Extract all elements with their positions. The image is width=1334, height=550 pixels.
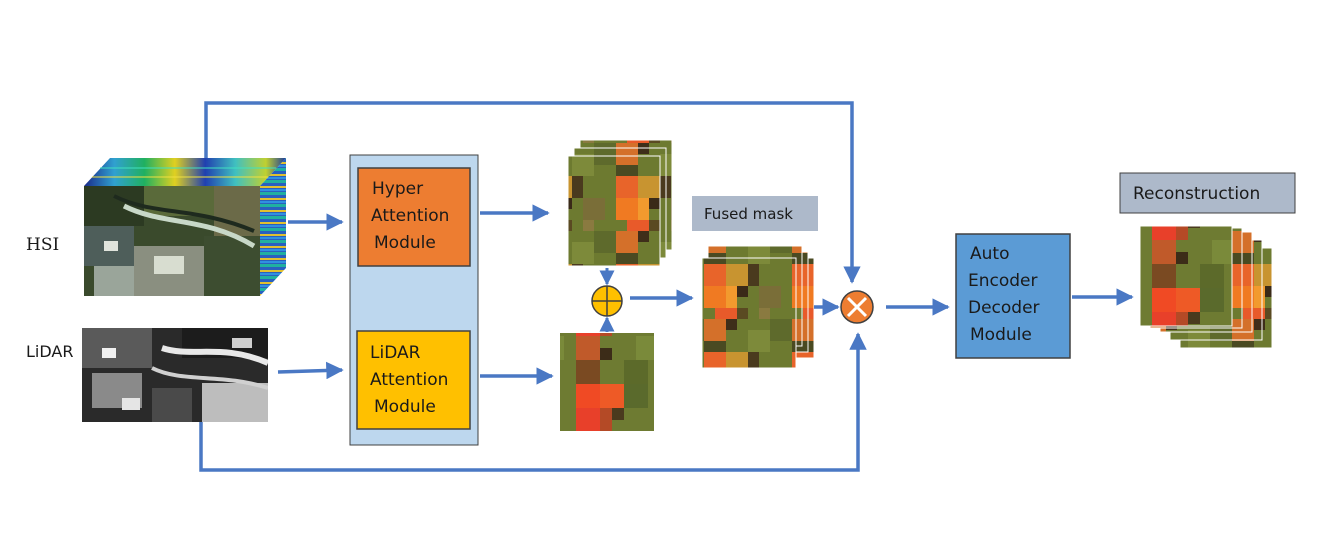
fused-mask-stack [701, 245, 815, 369]
hyper-attention-mask-stack [567, 139, 673, 267]
arrow-lidar-to-lidar-module [277, 361, 344, 380]
hsi-skip-connection [204, 101, 861, 284]
lidar-image [82, 328, 268, 422]
hyper-module-line-3: Module [374, 233, 436, 253]
svg-text:Auto Encoder Decoder: Auto Encoder Decoder Module [968, 244, 1045, 345]
multiply-operator-icon [840, 290, 874, 324]
hsi-cube-image [84, 158, 286, 296]
lidar-skip-connection [199, 332, 867, 472]
lidar-module-line-3: Module [374, 397, 436, 417]
fused-mask-label: Fused mask [704, 205, 793, 223]
autoencoder-line-4: Module [970, 325, 1032, 345]
autoencoder-line-2: Encoder [968, 271, 1038, 291]
reconstruction-label-box [1119, 172, 1296, 214]
lidar-label: LiDAR [26, 342, 73, 361]
sum-operator-icon [591, 285, 623, 317]
lidar-module-line-2: Attention [370, 370, 448, 390]
hyper-module-line-2: Attention [371, 206, 449, 226]
autoencoder-line-1: Auto [970, 244, 1009, 264]
autoencoder-module [955, 233, 1071, 359]
svg-text:LiDAR Attention Module: LiDAR Attention Module [370, 343, 454, 417]
reconstruction-stack [1139, 225, 1273, 349]
hyper-module-line-1: Hyper [372, 179, 423, 199]
autoencoder-line-3: Decoder [968, 298, 1040, 318]
reconstruction-label: Reconstruction [1133, 184, 1260, 204]
lidar-attention-mask [560, 333, 654, 431]
hsi-label: HSI [26, 235, 59, 255]
svg-text:Hyper Attention Module: Hyper Attention Module [371, 179, 455, 253]
lidar-attention-module [356, 330, 471, 430]
lidar-module-line-1: LiDAR [370, 343, 421, 363]
hyper-attention-module [357, 167, 471, 267]
fused-mask-label-box [692, 196, 818, 231]
